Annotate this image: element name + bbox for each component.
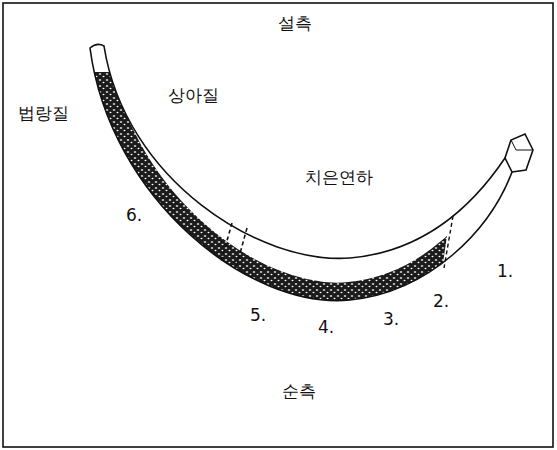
callout-number: 4. (318, 318, 334, 337)
side-label: 설측 (278, 14, 312, 33)
boundary-dash (221, 223, 232, 262)
callout-number: 5. (250, 306, 266, 325)
callout-number: 1. (497, 262, 513, 281)
frame (3, 3, 553, 447)
tissue-label: 상아질 (168, 86, 219, 105)
root-apex (505, 134, 533, 172)
callout-number: 3. (383, 310, 399, 329)
region-label: 치은연하 (305, 168, 373, 187)
boundary-dash (236, 228, 247, 268)
callout-number: 2. (433, 292, 449, 311)
root-apex-detail (511, 140, 533, 150)
side-label: 순측 (282, 382, 316, 401)
tooth-outline (90, 44, 512, 300)
boundary-dash (444, 216, 453, 268)
callout-number: 6. (126, 206, 142, 225)
tissue-label: 법랑질 (18, 104, 69, 123)
enamel-layer (90, 48, 512, 301)
